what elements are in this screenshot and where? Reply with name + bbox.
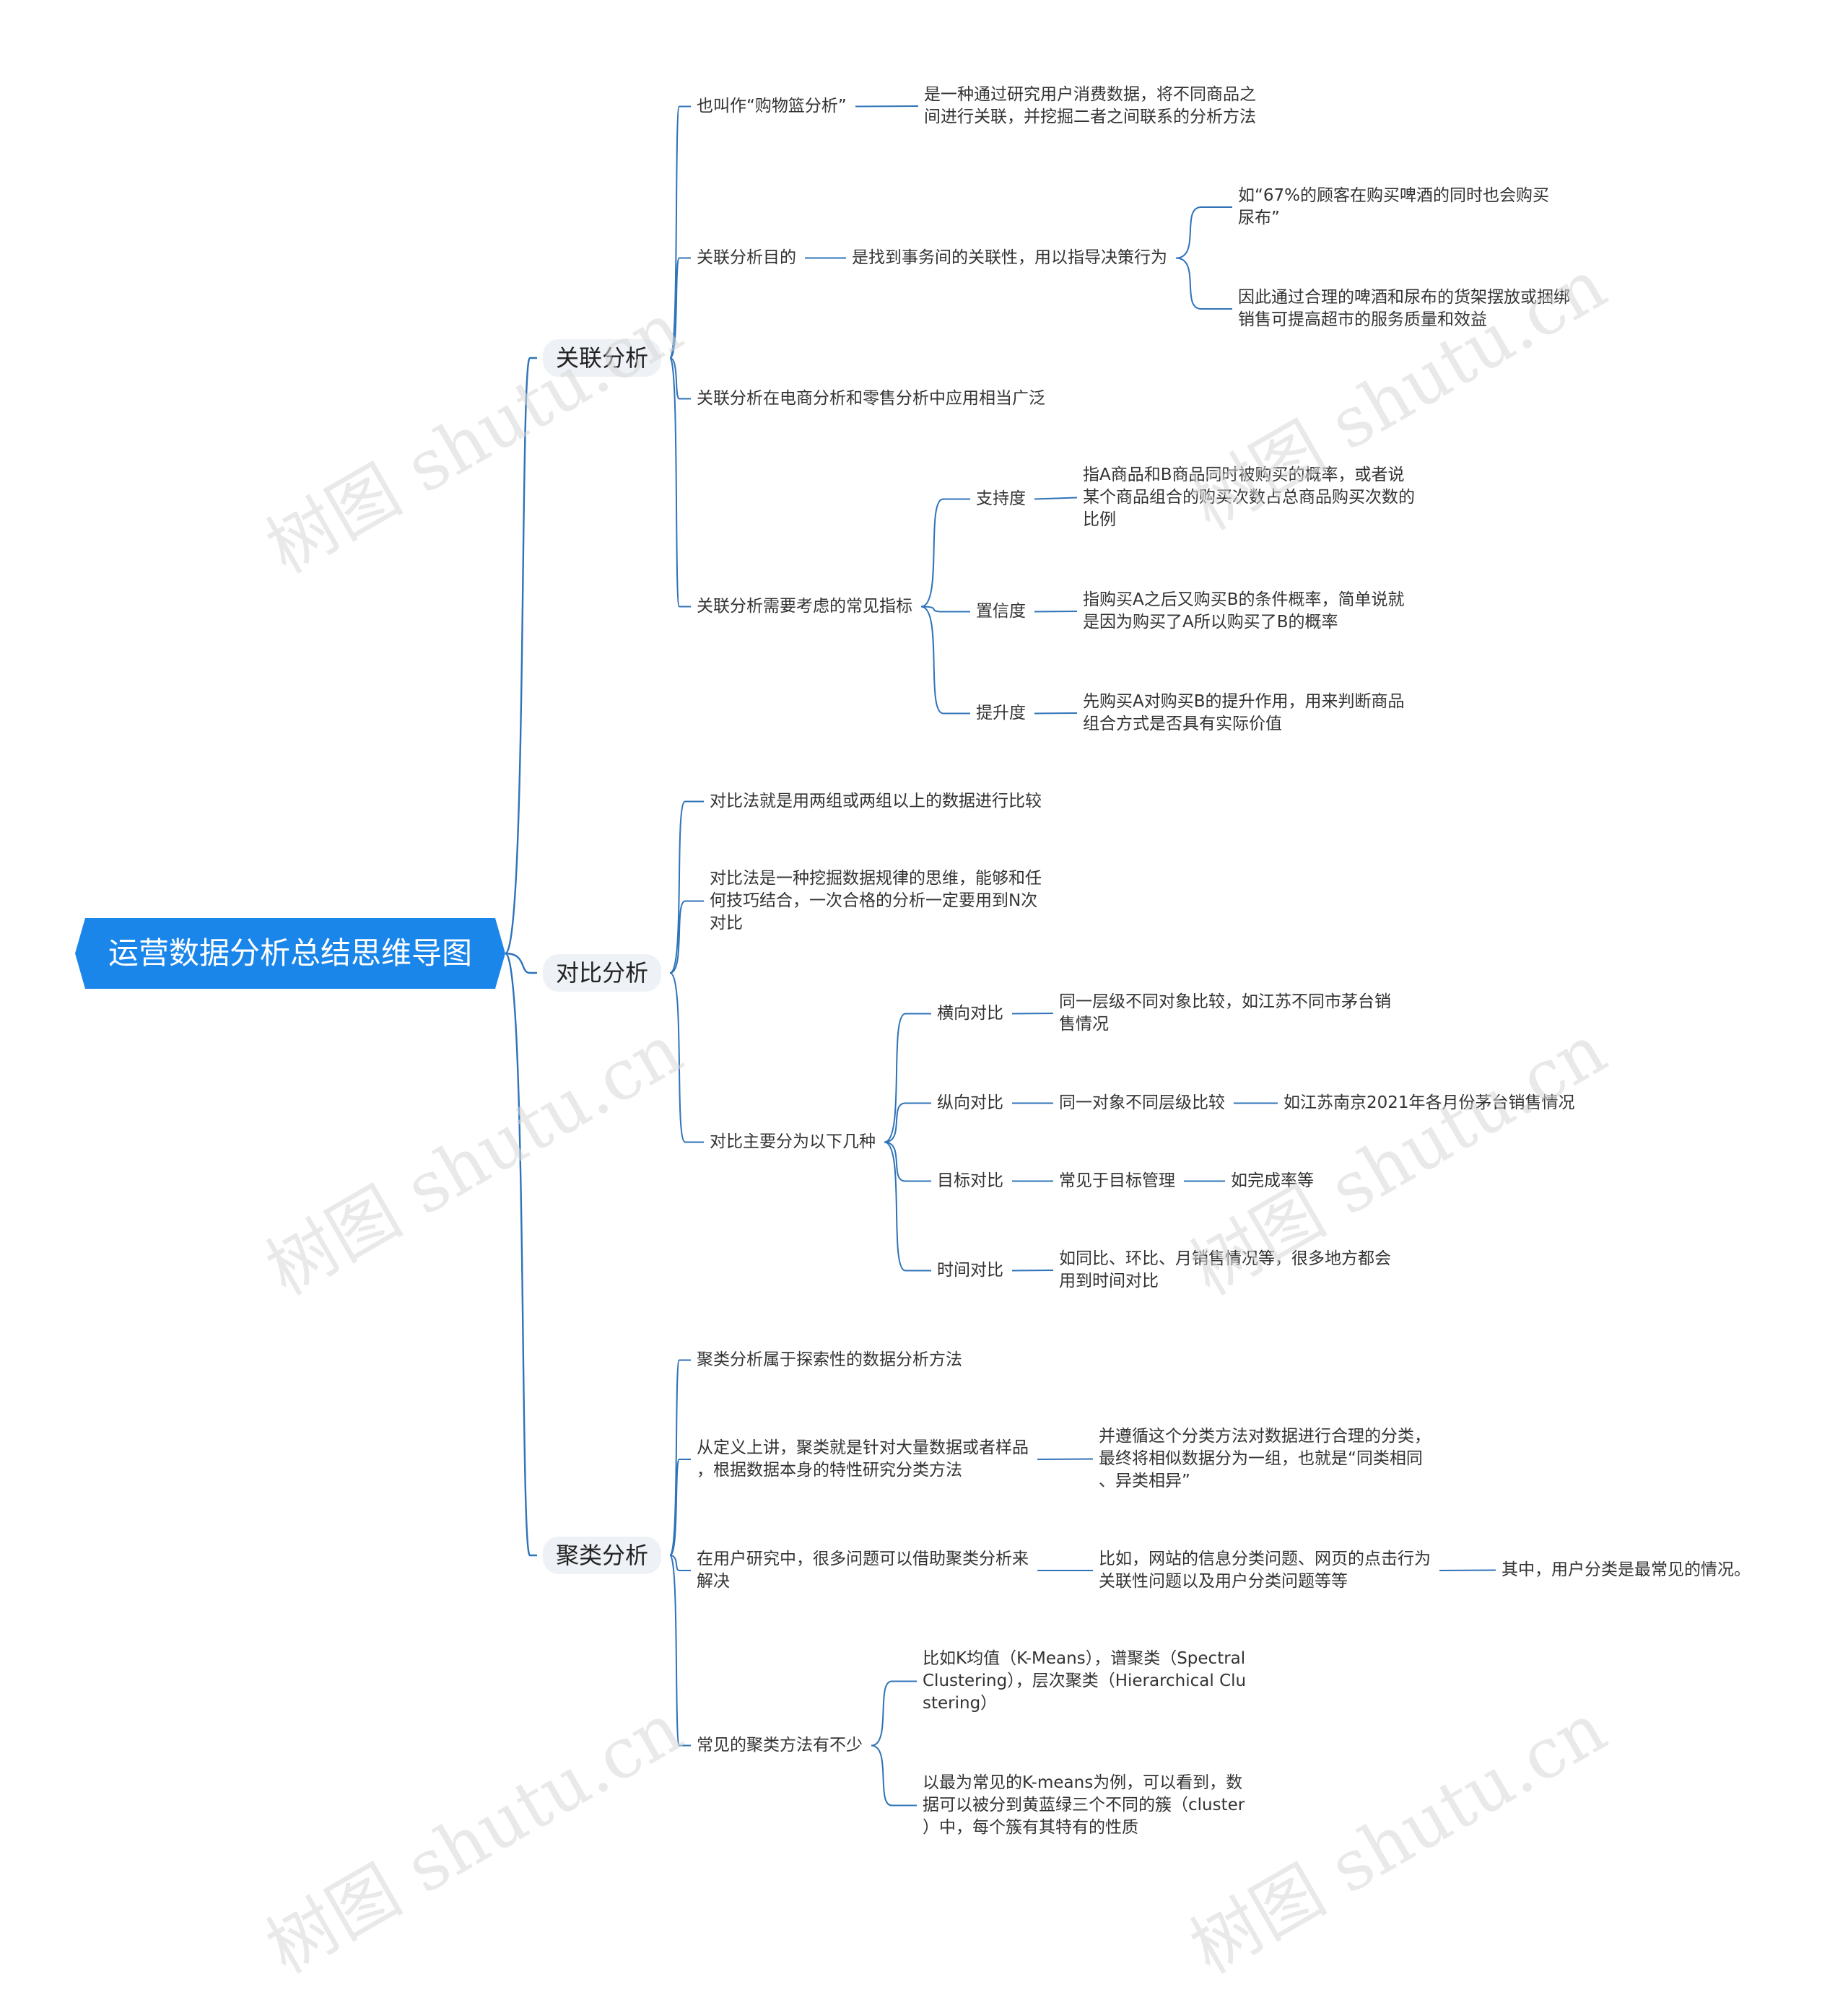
connector-line-29: [504, 952, 537, 1557]
connector-line-3: [669, 257, 691, 359]
connector-line-18: [669, 972, 704, 1143]
connector-line-11: [920, 606, 970, 613]
connector-line-37: [871, 1680, 917, 1747]
connector-line-0: [504, 357, 537, 955]
subtopic-b1-2-2-0-0[interactable]: 如完成率等: [1231, 1171, 1314, 1190]
subtopic-b2-3-0[interactable]: 比如K均值（K-Means），谱聚类（Spectral Clustering），…: [923, 1649, 1247, 1713]
connector-line-19: [884, 1013, 931, 1143]
subtopic-b0-3-2-0[interactable]: 先购买A对购买B的提升作用，用来判断商品 组合方式是否具有实际价值: [1083, 692, 1405, 733]
connector-line-10: [1034, 497, 1078, 500]
branch-topic-b2[interactable]: 聚类分析: [543, 1537, 662, 1574]
subtopic-b0-3-1[interactable]: 置信度: [976, 602, 1026, 621]
subtopic-b1-2-2[interactable]: 目标对比: [937, 1171, 1003, 1190]
connector-line-9: [920, 498, 970, 608]
connector-line-7: [669, 357, 691, 400]
branch-topic-b1[interactable]: 对比分析: [543, 954, 662, 992]
connector-line-16: [669, 800, 704, 974]
subtopic-b0-1-0-1[interactable]: 因此通过合理的啤酒和尿布的货架摆放或捆绑 销售可提高超市的服务质量和效益: [1238, 288, 1570, 329]
connector-line-12: [1034, 611, 1078, 613]
subtopic-b1-0[interactable]: 对比法就是用两组或两组以上的数据进行比较: [710, 792, 1042, 811]
subtopic-b1-2[interactable]: 对比主要分为以下几种: [710, 1132, 876, 1151]
connector-line-15: [505, 952, 537, 974]
subtopic-b2-2-0[interactable]: 比如，网站的信息分类问题、网页的点击行为 关联性问题以及用户分类问题等等: [1099, 1550, 1431, 1591]
subtopic-b0-3-1-0[interactable]: 指购买A之后又购买B的条件概率，简单说就 是因为购买了A所以购买了B的概率: [1083, 590, 1405, 632]
subtopic-b0-1-0[interactable]: 是找到事务间的关联性，用以指导决策行为: [852, 248, 1167, 267]
connector-line-31: [669, 1459, 691, 1556]
subtopic-b0-2[interactable]: 关联分析在电商分析和零售分析中应用相当广泛: [697, 389, 1045, 408]
subtopic-b2-2-0-0[interactable]: 其中，用户分类是最常见的情况。: [1502, 1560, 1751, 1579]
subtopic-b0-0[interactable]: 也叫作“购物篮分析”: [697, 97, 847, 115]
subtopic-b1-2-3[interactable]: 时间对比: [937, 1261, 1003, 1280]
subtopic-b2-1[interactable]: 从定义上讲，聚类就是针对大量数据或者样品 ，根据数据本身的特性研究分类方法: [697, 1438, 1029, 1480]
subtopic-b2-0[interactable]: 聚类分析属于探索性的数据分析方法: [697, 1350, 962, 1369]
subtopic-b0-1[interactable]: 关联分析目的: [697, 248, 796, 267]
connector-line-38: [871, 1744, 917, 1807]
connector-line-1: [669, 105, 691, 359]
connector-line-6: [1175, 257, 1232, 310]
subtopic-b1-2-1-0-0[interactable]: 如江苏南京2021年各月份茅台销售情况: [1283, 1093, 1575, 1112]
subtopic-b1-2-2-0[interactable]: 常见于目标管理: [1059, 1171, 1175, 1190]
subtopic-b1-2-0-0[interactable]: 同一层级不同对象比较，如江苏不同市茅台销 售情况: [1059, 992, 1391, 1034]
subtopic-b0-3[interactable]: 关联分析需要考虑的常见指标: [697, 597, 912, 616]
connector-line-2: [855, 105, 919, 108]
connector-line-33: [669, 1555, 691, 1571]
root-topic[interactable]: 运营数据分析总结思维导图: [75, 918, 505, 989]
connector-line-17: [669, 900, 704, 974]
connector-line-28: [1011, 1270, 1054, 1272]
subtopic-b2-3[interactable]: 常见的聚类方法有不少: [697, 1736, 863, 1755]
subtopic-b0-0-0[interactable]: 是一种通过研究用户消费数据，将不同商品之 间进行关联，并挖掘二者之间联系的分析方…: [924, 85, 1256, 126]
subtopic-b1-2-3-0[interactable]: 如同比、环比、月销售情况等，很多地方都会 用到时间对比: [1059, 1249, 1391, 1290]
subtopic-b0-1-0-0[interactable]: 如“67%的顾客在购买啤酒的同时也会购买 尿布”: [1238, 186, 1550, 227]
connector-line-13: [920, 606, 970, 715]
connector-line-32: [1037, 1458, 1094, 1460]
subtopic-b1-2-0[interactable]: 横向对比: [937, 1004, 1003, 1023]
mindmap-canvas: 运营数据分析总结思维导图 关联分析 也叫作“购物篮分析” 是一种通过研究用户消费数据…: [75, 85, 1751, 1989]
subtopic-b2-3-1[interactable]: 以最为常见的K-means为例，可以看到，数 据可以被分到黄蓝绿三个不同的簇（c…: [923, 1773, 1245, 1837]
subtopic-b0-3-2[interactable]: 提升度: [976, 704, 1026, 722]
branch-topic-b0[interactable]: 关联分析: [543, 339, 662, 377]
connector-line-20: [1011, 1013, 1054, 1015]
connector-line-21: [884, 1102, 931, 1143]
connector-line-30: [669, 1359, 691, 1556]
connector-line-8: [669, 357, 691, 608]
subtopic-b2-1-0[interactable]: 并遵循这个分类方法对数据进行合理的分类， 最终将相似数据分为一组，也就是“同类相…: [1099, 1427, 1431, 1490]
subtopic-b1-1[interactable]: 对比法是一种挖掘数据规律的思维，能够和任 何技巧结合，一次合格的分析一定要用到N…: [710, 869, 1042, 932]
connector-line-5: [1175, 206, 1232, 259]
connector-lines: [504, 105, 1496, 1807]
subtopic-b0-3-0[interactable]: 支持度: [976, 489, 1026, 508]
connector-line-24: [884, 1141, 931, 1182]
connector-line-36: [669, 1555, 691, 1747]
connector-line-27: [884, 1141, 931, 1272]
subtopic-b0-3-0-0[interactable]: 指A商品和B商品同时被购买的概率，或者说 某个商品组合的购买次数占总商品购买次数…: [1083, 466, 1415, 529]
subtopic-b1-2-1[interactable]: 纵向对比: [937, 1093, 1003, 1112]
connector-line-14: [1034, 712, 1078, 715]
subtopic-b2-2[interactable]: 在用户研究中，很多问题可以借助聚类分析来 解决: [697, 1550, 1029, 1591]
subtopic-b1-2-1-0[interactable]: 同一对象不同层级比较: [1059, 1093, 1225, 1112]
